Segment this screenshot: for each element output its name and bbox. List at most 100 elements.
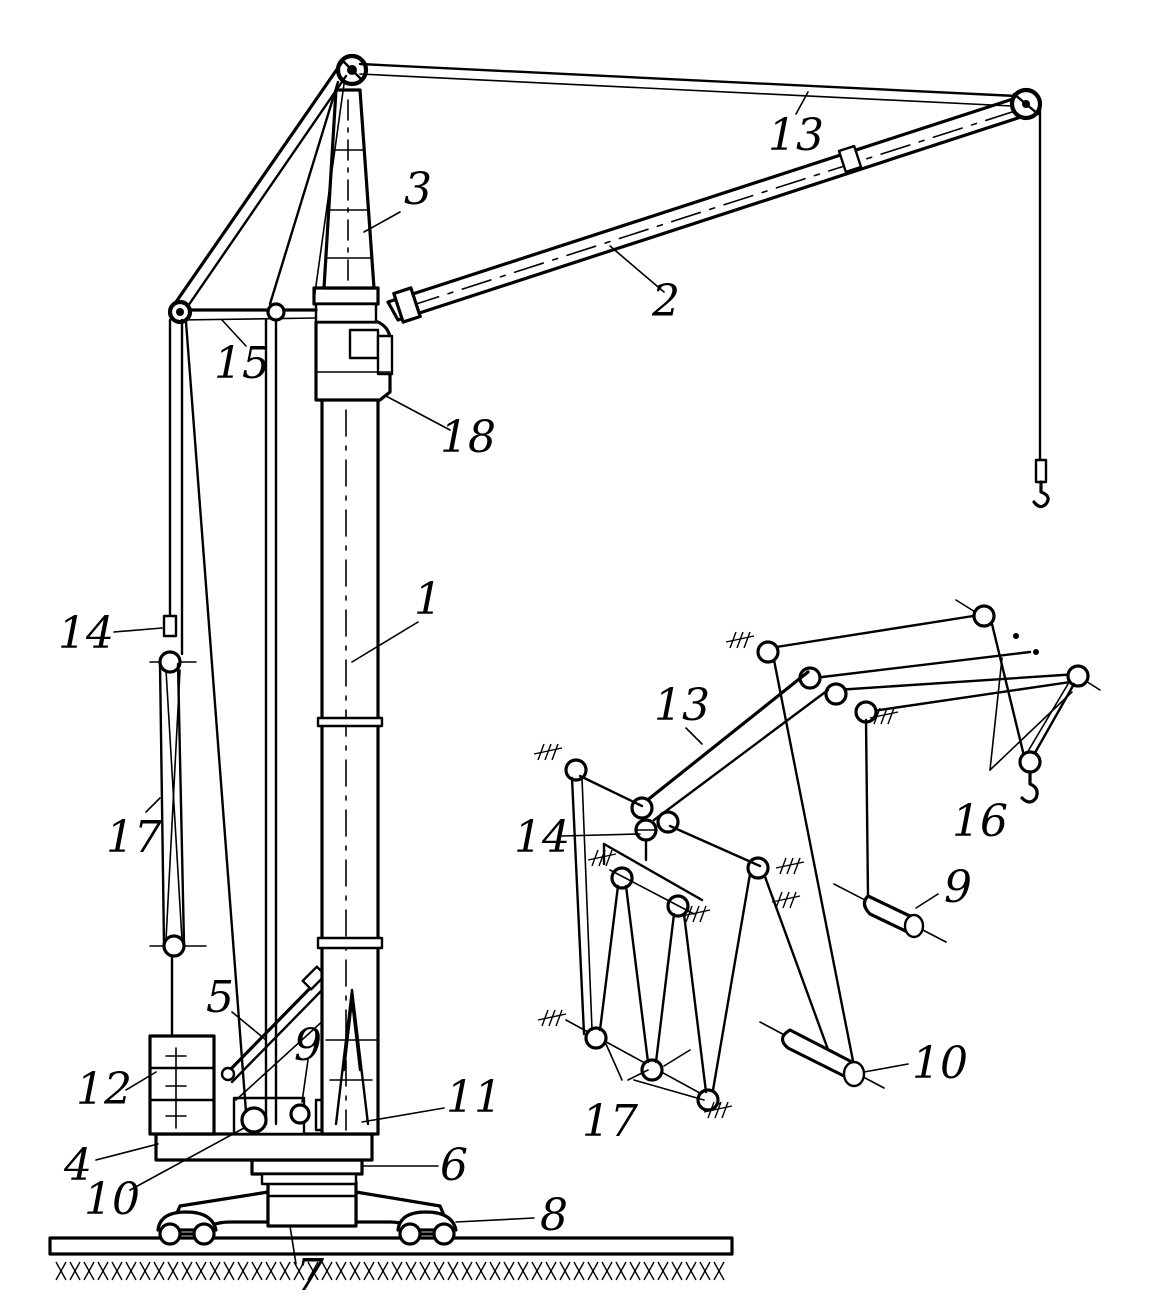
ground-hatch-line [111,1261,123,1281]
scheme-label-17: 17 [582,1096,638,1147]
anchor-base [771,895,801,903]
ground-hatch-line [545,1261,557,1281]
label-2: 2 [651,276,680,327]
anchor-mark [605,849,613,867]
anchor-mark [793,857,801,875]
label-12: 12 [76,1064,132,1115]
right-bogie [396,1210,458,1246]
ground-hatch-line [195,1261,207,1281]
jib [358,62,1050,509]
ground-hatch-line [55,1261,67,1281]
anchor-base [725,635,755,643]
anchor-mark [544,743,552,761]
anchor-mark [598,849,606,867]
ground-hatch-line [293,1261,305,1281]
label-4: 4 [63,1140,92,1191]
scheme-label-16: 16 [952,796,1008,847]
label-6: 6 [440,1140,468,1191]
scheme-label-13: 13 [654,680,710,731]
anchor-mark [699,905,707,923]
ground-hatch-line [391,1261,403,1281]
ground-hatch-line [531,1261,543,1281]
ground-hatch-line [153,1261,165,1281]
ground-hatch-line [643,1261,655,1281]
ground-hatch-line [335,1261,347,1281]
ground-hatch-line [685,1261,697,1281]
ground-hatch-line [209,1261,221,1281]
label-10: 10 [84,1174,140,1225]
ground-hatch-line [573,1261,585,1281]
ground-hatch-line [223,1261,235,1281]
label-18: 18 [440,412,496,463]
left-bogie [156,1210,218,1246]
scheme-label-10: 10 [912,1038,968,1089]
ground-hatch-line [237,1261,249,1281]
anchor-mark [789,891,797,909]
anchor-base [587,853,617,861]
leader-lines [95,91,809,1265]
ground-hatch-line [125,1261,137,1281]
ground-hatch-line [181,1261,193,1281]
ground-hatch-line [83,1261,95,1281]
ground-hatch-line [461,1261,473,1281]
ground-hatch-line [489,1261,501,1281]
ground-hatch-line [559,1261,571,1281]
label-3: 3 [404,164,432,215]
label-7: 7 [296,1250,324,1301]
ground-hatch-line [377,1261,389,1281]
ground-hatching [55,1261,725,1281]
ground-hatch-line [251,1261,263,1281]
anchor-mark [786,857,794,875]
ground [48,1236,734,1281]
ground-hatch-line [629,1261,641,1281]
ground-hatch-line [265,1261,277,1281]
anchor-base [537,1013,567,1021]
label-5: 5 [206,972,234,1023]
anchor-base [681,909,711,917]
anchor-base [869,711,899,719]
anchor-mark [555,1009,563,1027]
anchor-mark [887,707,895,725]
ground-hatch-line [517,1261,529,1281]
tower [312,53,394,1136]
ground-hatch-line [699,1261,711,1281]
ground-hatch-line [601,1261,613,1281]
label-8: 8 [540,1190,568,1241]
ground-hatch-line [447,1261,459,1281]
anchor-mark [736,631,744,649]
ground-hatch-line [503,1261,515,1281]
scheme-label-14: 14 [514,812,570,863]
anchor-mark [743,631,751,649]
anchor-mark [721,1101,729,1119]
stay-ropes [149,60,348,1126]
anchor-base [533,747,563,755]
labels: 3 2 13 15 18 1 14 17 5 9 11 12 4 6 10 8 … [58,110,1008,1301]
reeving-scheme [533,599,1101,1119]
anchor-mark [880,707,888,725]
ground-hatch-line [657,1261,669,1281]
ground-hatch-line [671,1261,683,1281]
ground-hatch-line [363,1261,375,1281]
ground-hatch-line [587,1261,599,1281]
ground-hatch-line [97,1261,109,1281]
anchor-mark [551,743,559,761]
label-14: 14 [58,608,114,659]
anchor-mark [692,905,700,923]
ground-hatch-line [419,1261,431,1281]
label-17: 17 [106,812,162,863]
anchor-mark [714,1101,722,1119]
ground-hatch-line [139,1261,151,1281]
ground-hatch-line [615,1261,627,1281]
ground-hatch-line [713,1261,725,1281]
ground-hatch-line [433,1261,445,1281]
ground-hatch-line [405,1261,417,1281]
ground-hatch-line [349,1261,361,1281]
ground-hatch-line [321,1261,333,1281]
ground-hatch-line [475,1261,487,1281]
ground-hatch-line [279,1261,291,1281]
ground-hatch-line [167,1261,179,1281]
anchor-base [775,861,805,869]
anchor-mark [782,891,790,909]
